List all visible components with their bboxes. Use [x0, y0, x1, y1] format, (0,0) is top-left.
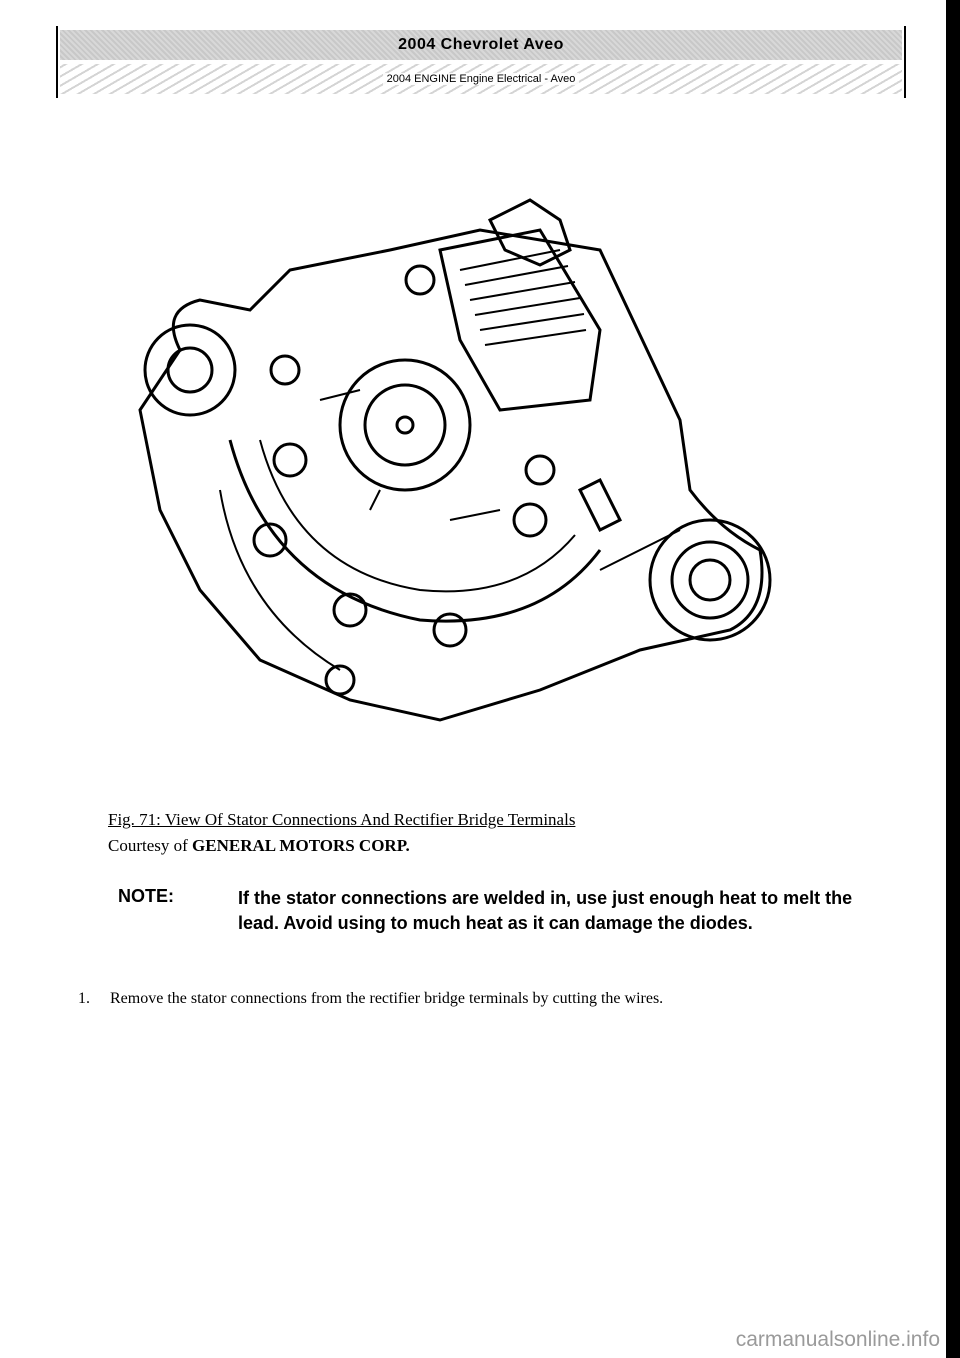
connector [487, 198, 572, 267]
right-mount-ear [648, 518, 772, 642]
left-mount-ear [143, 323, 237, 417]
center-bearing-inner [363, 383, 447, 467]
rectifier-bridge [228, 439, 602, 623]
terminal-stud [512, 502, 548, 538]
bolt [524, 454, 556, 486]
courtesy-prefix: Courtesy of [108, 836, 188, 855]
note-text: If the stator connections are welded in,… [238, 888, 853, 933]
terminal-stud [432, 612, 468, 648]
output-stud [577, 477, 623, 533]
page-edge-border [946, 0, 960, 1358]
right-mount-hole-inner [688, 558, 732, 602]
left-mount-hole [166, 346, 214, 394]
figure-caption: Fig. 71: View Of Stator Connections And … [108, 810, 576, 829]
housing-detail-lines [219, 389, 681, 671]
step-text: Remove the stator connections from the r… [110, 990, 664, 1007]
center-bearing-outer [338, 358, 472, 492]
header-left-rule [56, 26, 58, 98]
right-mount-hole-outer [670, 540, 750, 620]
document-subtitle: 2004 ENGINE Engine Electrical - Aveo [382, 73, 580, 85]
figure-courtesy: Courtesy of GENERAL MOTORS CORP. [108, 836, 410, 856]
bolt [324, 664, 356, 696]
rectifier-bridge-inner [259, 439, 576, 593]
note-label: NOTE: [118, 886, 174, 906]
regulator-fins [459, 249, 587, 346]
regulator-housing [438, 228, 602, 412]
alternator-illustration [138, 198, 772, 722]
terminal-stud [332, 592, 368, 628]
alternator-housing [138, 228, 764, 722]
watermark: carmanualsonline.info [735, 1328, 940, 1351]
header-right-rule [904, 26, 906, 98]
bolt [404, 264, 436, 296]
document-subtitle-bar: 2004 ENGINE Engine Electrical - Aveo [60, 64, 902, 94]
courtesy-source: GENERAL MOTORS CORP. [192, 836, 410, 855]
document-title: 2004 Chevrolet Aveo [60, 30, 902, 60]
terminal-stud [252, 522, 288, 558]
center-bearing-hub [395, 415, 415, 435]
bolt [269, 354, 301, 386]
step-number: 1. [78, 990, 90, 1007]
page-header: 2004 Chevrolet Aveo 2004 ENGINE Engine E… [56, 26, 906, 98]
terminal-stud [272, 442, 308, 478]
